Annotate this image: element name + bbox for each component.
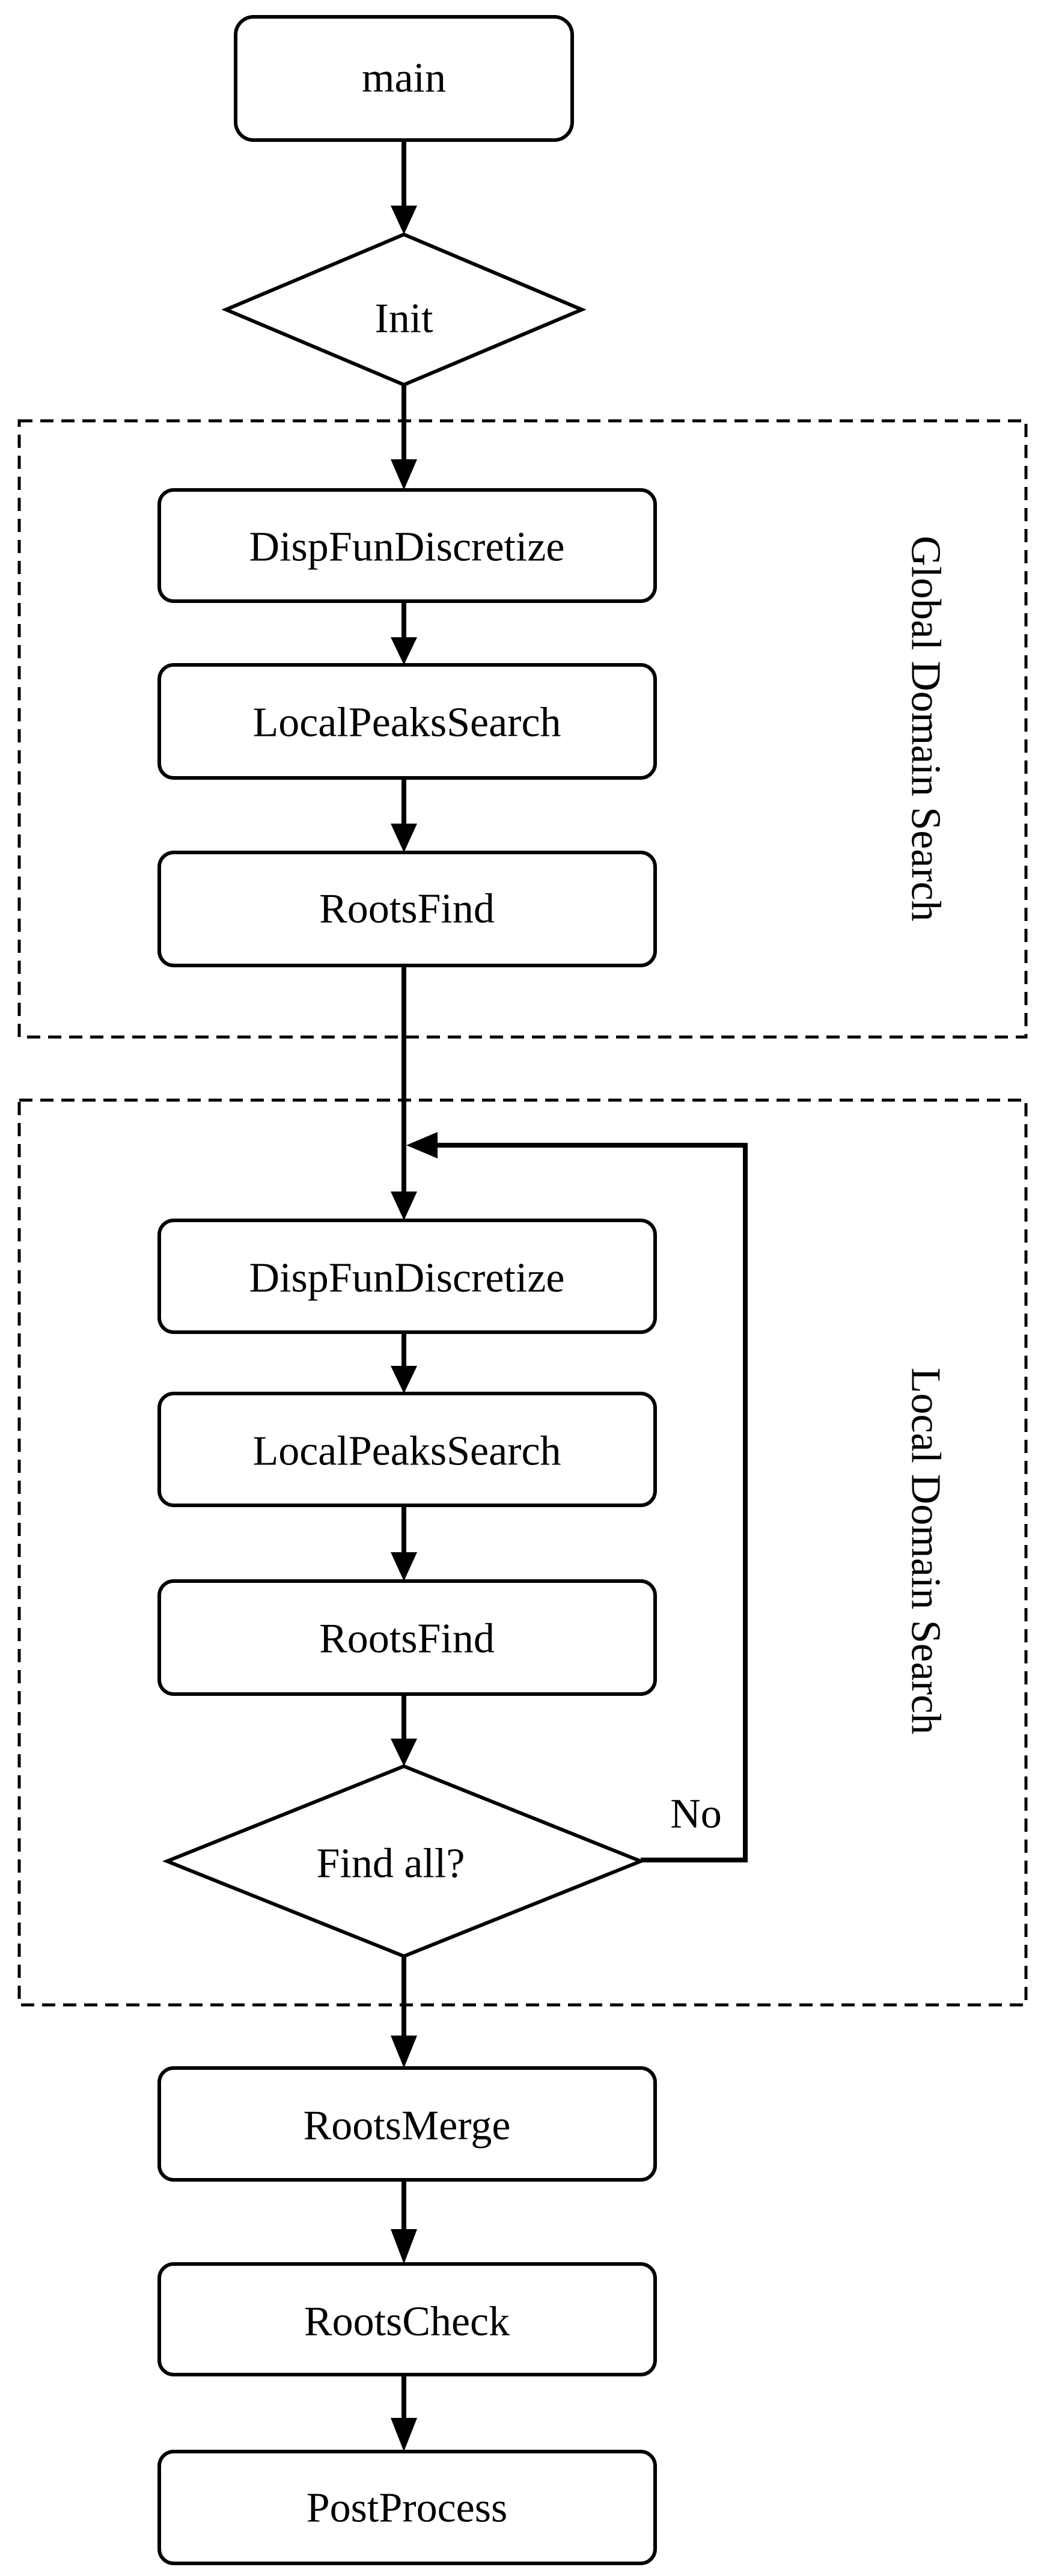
node-label-local-peaks: LocalPeaksSearch: [252, 1428, 561, 1475]
node-label-merge: RootsMerge: [304, 2103, 511, 2149]
edge-label-no: No: [670, 1791, 722, 1837]
node-label-global-roots: RootsFind: [319, 886, 495, 932]
group-local-domain-search: [17, 1098, 1028, 2007]
arrowhead-loop-back: [406, 1132, 438, 1158]
group-global-domain-search: [17, 419, 1028, 1039]
node-local-discretize: [157, 1219, 657, 1334]
node-label-local-discretize: DispFunDiscretize: [249, 1255, 565, 1302]
arrowhead-post: [391, 2418, 417, 2452]
node-label-findall: Find all?: [317, 1841, 465, 1887]
node-label-main: main: [362, 55, 446, 102]
arrowhead-global-discretize: [391, 459, 417, 490]
node-label-init: Init: [374, 296, 433, 342]
arrowhead-local-peaks: [391, 1366, 417, 1394]
node-post: [157, 2450, 657, 2565]
arrowhead-global-roots: [391, 824, 417, 852]
edge-findall-no-loop: [433, 1143, 748, 1862]
node-local-peaks: [157, 1392, 657, 1507]
arrowhead-init: [391, 206, 417, 234]
node-label-post: PostProcess: [307, 2485, 507, 2532]
node-local-roots: [157, 1579, 657, 1696]
node-init: [221, 232, 587, 387]
edges: No: [391, 139, 748, 2452]
arrowhead-global-peaks: [391, 637, 417, 665]
node-main: [234, 15, 574, 142]
arrowhead-local-discretize: [391, 1192, 417, 1220]
arrowhead-check: [391, 2229, 417, 2264]
arrowhead-merge: [391, 2036, 417, 2068]
node-findall: [162, 1764, 646, 1959]
node-merge: [157, 2066, 657, 2182]
node-global-roots: [157, 851, 657, 967]
arrowhead-local-roots: [391, 1552, 417, 1581]
node-label-check: RootsCheck: [304, 2299, 510, 2345]
arrowhead-findall: [391, 1739, 417, 1766]
nodes: main Init DispFunDiscretize LocalPeaksSe…: [157, 15, 657, 2565]
group-label-global-domain-search: Global Domain Search: [903, 536, 949, 921]
node-label-global-discretize: DispFunDiscretize: [249, 524, 565, 571]
node-label-local-roots: RootsFind: [319, 1616, 495, 1662]
node-label-global-peaks: LocalPeaksSearch: [252, 700, 561, 746]
node-global-discretize: [157, 488, 657, 603]
group-label-local-domain-search: Local Domain Search: [903, 1368, 949, 1734]
node-global-peaks: [157, 663, 657, 780]
node-check: [157, 2262, 657, 2376]
